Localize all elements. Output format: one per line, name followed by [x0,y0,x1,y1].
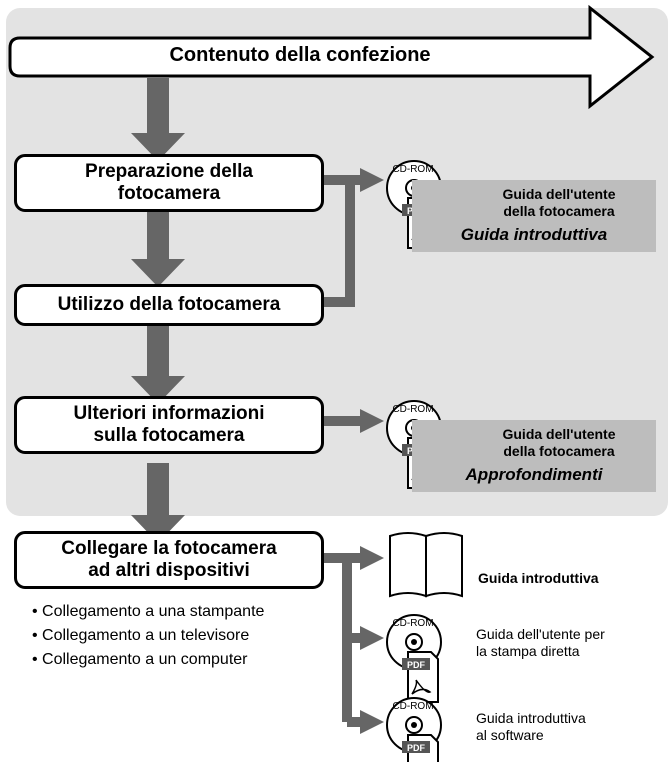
stage-preparazione: Preparazione della fotocamera [14,154,324,212]
doc-subtitle: Approfondimenti [465,465,603,484]
right-arrow-4 [360,626,384,650]
stage-collegare: Collegare la fotocamera ad altri disposi… [14,531,324,589]
down-arrow-4 [131,463,185,543]
doc-line: della fotocamera [503,443,615,459]
list-item: Collegamento a una stampante [32,600,264,624]
stage-label: Ulteriori informazioni sulla fotocamera [73,403,265,446]
right-arrow-5 [360,710,384,734]
stage-label: Collegare la fotocamera ad altri disposi… [61,538,277,581]
doc-box-camera-guide-intro: Guida dell'utente della fotocamera Guida… [412,180,656,252]
stage-label: Preparazione della fotocamera [85,161,253,204]
doc-line: della fotocamera [503,203,615,219]
doc-line: Guida dell'utente per [476,626,605,642]
right-arrow-1 [360,168,384,192]
doc-line: Guida dell'utente [502,186,616,202]
book-icon [389,532,463,598]
doc-line: Guida introduttiva [476,710,586,726]
right-arrow-2 [360,409,384,433]
doc-line: al software [476,727,544,743]
stage-ulteriori-informazioni: Ulteriori informazioni sulla fotocamera [14,396,324,454]
connector-4 [322,553,362,727]
connection-list: Collegamento a una stampante Collegament… [32,600,264,672]
cd-rom-pdf-icon: CD-ROM PDF [386,697,442,762]
list-item: Collegamento a un televisore [32,624,264,648]
right-arrow-3 [360,546,384,570]
banner-label: Contenuto della confezione [169,44,431,66]
stage-label: Utilizzo della fotocamera [57,294,281,315]
down-arrow-3 [131,324,185,404]
svg-text:CD-ROM: CD-ROM [392,618,433,629]
banner-arrow [8,4,655,110]
svg-text:CD-ROM: CD-ROM [392,164,433,175]
down-arrows [131,78,185,543]
list-item: Collegamento a un computer [32,648,264,672]
direct-print-guide: Guida dell'utente per la stampa diretta [476,626,605,660]
book-guide-label: Guida introduttiva [478,570,599,586]
stage-utilizzo: Utilizzo della fotocamera [14,284,324,326]
doc-line: la stampa diretta [476,643,580,659]
doc-line: Guida dell'utente [502,426,616,442]
svg-text:PDF: PDF [407,660,426,670]
down-arrow-1 [131,78,185,161]
doc-subtitle: Guida introduttiva [460,225,608,244]
software-guide: Guida introduttiva al software [476,710,586,744]
cd-rom-pdf-icon: CD-ROM PDF [386,614,442,703]
down-arrow-2 [131,207,185,287]
svg-text:CD-ROM: CD-ROM [392,404,433,415]
svg-text:PDF: PDF [407,743,426,753]
doc-box-camera-guide-advanced: Guida dell'utente della fotocamera Appro… [412,420,656,492]
svg-text:CD-ROM: CD-ROM [392,701,433,712]
connector-1 [322,175,362,307]
